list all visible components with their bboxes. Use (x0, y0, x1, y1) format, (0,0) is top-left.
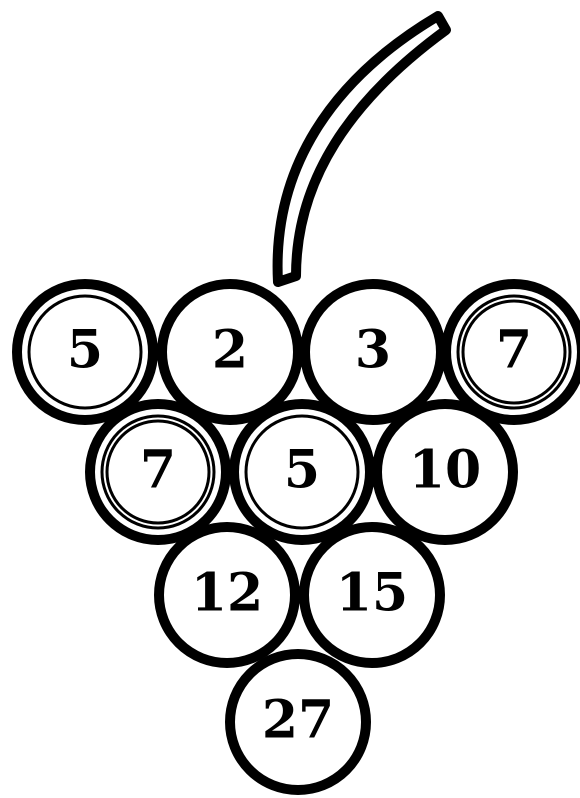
grape-9: 15 (304, 527, 440, 663)
grape-label: 5 (67, 320, 103, 381)
grape-8: 12 (159, 527, 295, 663)
grape-label: 5 (284, 440, 320, 501)
grape-label: 15 (336, 563, 408, 624)
grape-label: 27 (262, 690, 334, 751)
grape-label: 3 (355, 320, 391, 381)
grape-6: 5 (234, 404, 370, 540)
grape-label: 12 (191, 563, 263, 624)
grape-label: 10 (409, 440, 481, 501)
grape-4: 7 (446, 284, 580, 420)
grape-7: 10 (377, 404, 513, 540)
grape-10: 27 (230, 654, 366, 790)
grape-label: 7 (496, 320, 532, 381)
stem (278, 16, 446, 282)
grape-2: 2 (162, 284, 298, 420)
grape-1: 5 (17, 284, 153, 420)
grape-label: 2 (212, 320, 248, 381)
grape-label: 7 (140, 440, 176, 501)
grape-5: 7 (90, 404, 226, 540)
grape-3: 3 (305, 284, 441, 420)
